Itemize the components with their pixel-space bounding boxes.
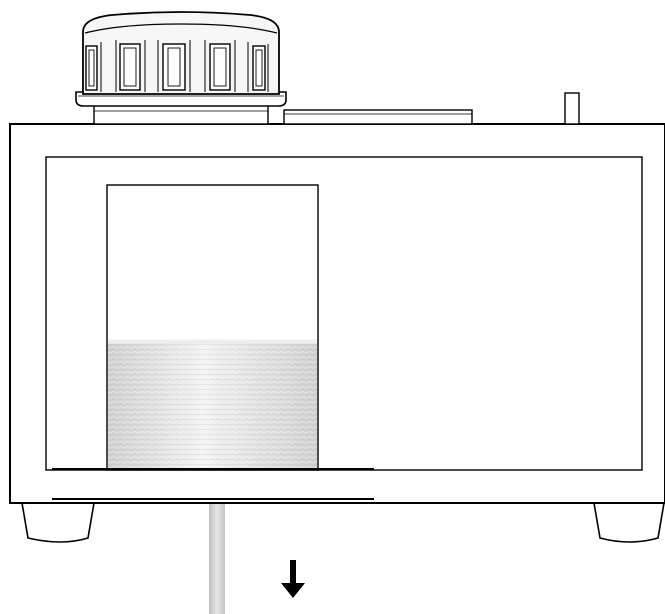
vent-pin [564, 92, 580, 125]
drain-tube [209, 500, 225, 614]
liquid [108, 339, 317, 470]
flow-down-arrow [281, 560, 305, 598]
left-foot [21, 502, 95, 543]
lid-plate [283, 109, 473, 125]
ribbed-cap-icon [75, 11, 287, 125]
right-foot [593, 502, 665, 543]
